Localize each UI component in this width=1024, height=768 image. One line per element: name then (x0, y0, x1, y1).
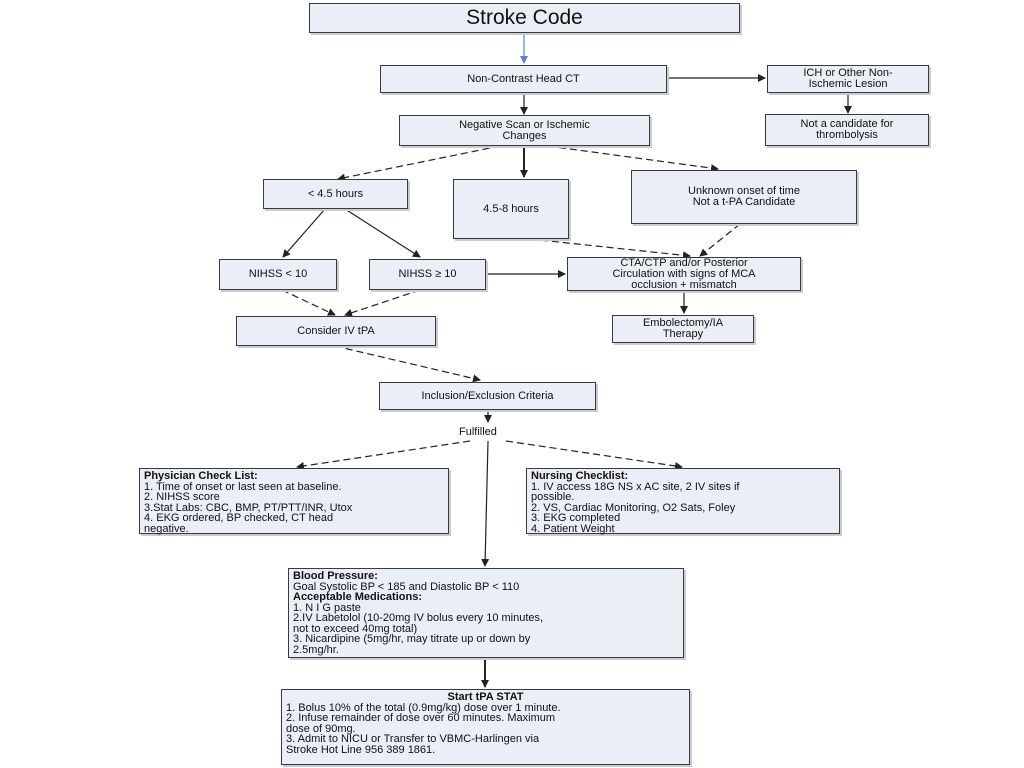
medication-item: 1. N I G paste (293, 601, 361, 614)
embolectomy-box: Embolectomy/IA Therapy (612, 315, 754, 343)
fulfilled-label: Fulfilled (457, 426, 499, 438)
medication-item: 3. Nicardipine (5mg/hr, may titrate up o… (293, 633, 531, 645)
physician-item: 2. NIHSS score (144, 491, 220, 503)
4-5-to-8-hours-box: 4.5-8 hours (453, 179, 569, 239)
not-candidate-box: Not a candidate for thrombolysis (765, 114, 929, 146)
medication-item: not to exceed 40mg total) (293, 622, 418, 635)
negative-scan-box: Negative Scan or Ischemic Changes (399, 115, 650, 146)
nursing-item: 4. Patient Weight (531, 522, 615, 535)
nursing-item: 3. EKG completed (531, 512, 621, 524)
cta-ctp-box: CTA/CTP and/or Posterior Circulation wit… (567, 257, 801, 291)
arrow-fulfilled-to-physician (296, 440, 471, 470)
nihss-10-or-more-box: NIHSS ≥ 10 (369, 259, 486, 290)
arrow-negative-to-unknown (547, 145, 719, 173)
physician-checklist-box: Physician Check List: 1. Time of onset o… (139, 468, 449, 534)
non-contrast-head-ct-box: Non-Contrast Head CT (380, 65, 667, 93)
stroke-code-title: Stroke Code (309, 3, 740, 33)
arrow-negative-to-lt45 (337, 145, 501, 182)
arrow-fulfilled-to-nursing (505, 440, 683, 470)
tpa-item: 2. Infuse remainder of dose over 60 minu… (286, 712, 556, 724)
under-4-5-hours-box: < 4.5 hours (263, 179, 408, 209)
physician-item: negative. (144, 522, 189, 535)
inclusion-exclusion-box: Inclusion/Exclusion Criteria (379, 382, 596, 410)
arrow-nihss-ge-to-consider (344, 289, 421, 317)
medication-item: 2.IV Labetolol (10-20mg IV bolus every 1… (293, 612, 544, 624)
arrow-lt45-to-nihss-lt (282, 208, 326, 258)
nursing-item: 2. VS, Cardiac Monitoring, O2 Sats, Fole… (531, 501, 736, 514)
tpa-item: 3. Admit to NICU or Transfer to VBMC-Har… (286, 733, 540, 745)
start-tpa-box: Start tPA STAT 1. Bolus 10% of the total… (281, 689, 690, 765)
nursing-checklist-box: Nursing Checklist: 1. IV access 18G NS x… (526, 468, 840, 534)
physician-item: 1. Time of onset or last seen at baselin… (144, 480, 342, 493)
arrow-consider-to-criteria (334, 345, 481, 383)
ich-box: ICH or Other Non- Ischemic Lesion (767, 65, 929, 93)
tpa-item: 1. Bolus 10% of the total (0.9mg/kg) dos… (286, 701, 561, 714)
tpa-item: dose of 90mg. (286, 722, 356, 735)
nihss-less-than-10-box: NIHSS < 10 (219, 259, 337, 290)
blood-pressure-box: Blood Pressure: Goal Systolic BP < 185 a… (288, 568, 684, 658)
ct-label: Non-Contrast Head CT (467, 72, 580, 85)
medication-item: 2.5mg/hr. (293, 643, 339, 656)
arrow-unknown-to-cta (699, 223, 741, 257)
tpa-item: Stroke Hot Line 956 389 1861. (286, 743, 436, 756)
physician-item: 3.Stat Labs: CBC, BMP, PT/PTT/INR, Utox (144, 501, 353, 514)
nursing-item: possible. (531, 491, 575, 503)
physician-item: 4. EKG ordered, BP checked, CT head (144, 512, 334, 524)
unknown-onset-box: Unknown onset of time Not a t-PA Candida… (631, 170, 857, 224)
arrow-fulfilled-to-bp (481, 440, 490, 567)
arrow-lt45-to-nihss-ge (344, 208, 421, 258)
arrow-458-to-cta (529, 238, 691, 260)
nursing-item: 1. IV access 18G NS x AC site, 2 IV site… (531, 480, 740, 493)
consider-iv-tpa-box: Consider IV tPA (236, 316, 436, 346)
arrow-nihss-lt-to-consider (281, 289, 336, 316)
